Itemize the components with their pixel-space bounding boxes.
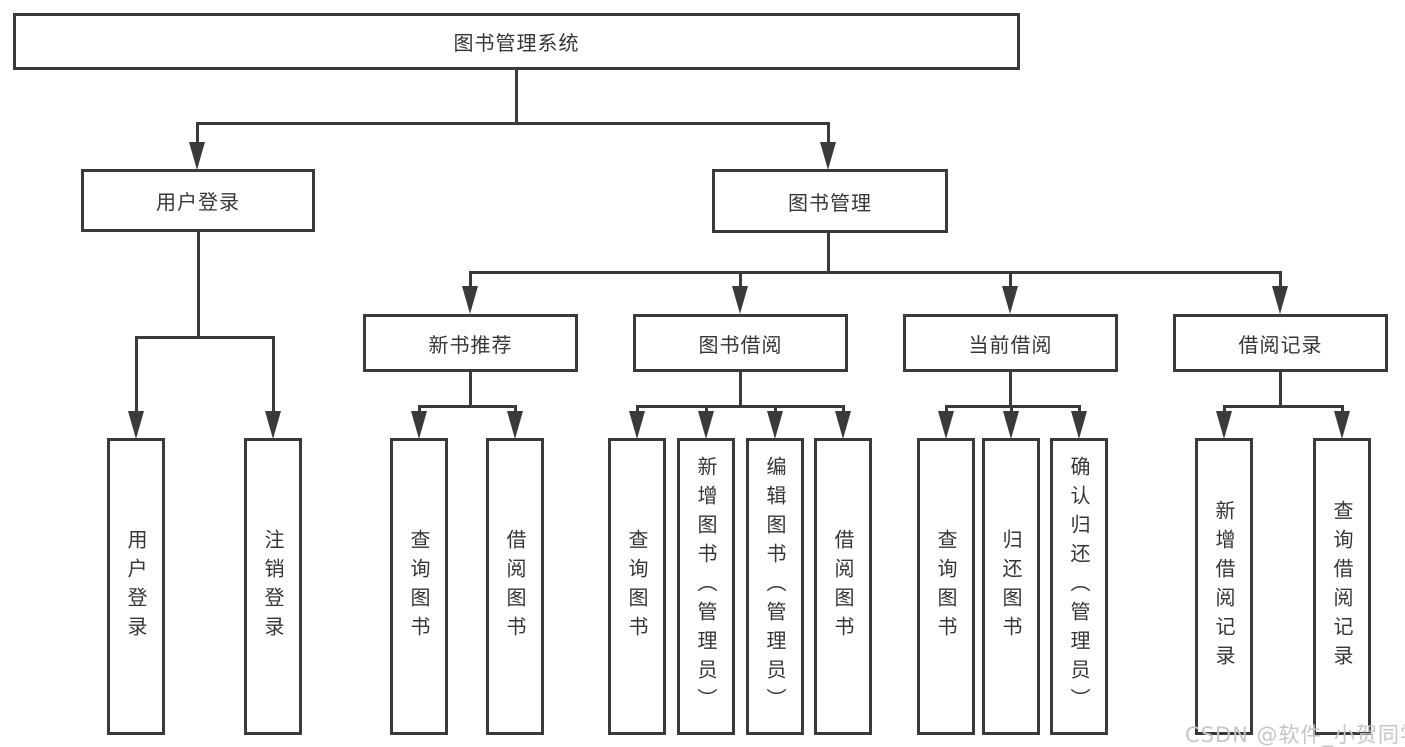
- node-library-management-system: 图书管理系统: [13, 13, 1020, 70]
- leaf-query-book: 查询图书: [608, 438, 666, 735]
- leaf-label: 用户登录: [124, 528, 148, 645]
- node-borrow-record: 借阅记录: [1173, 314, 1388, 372]
- arrow-down-icon: [820, 142, 836, 170]
- leaf-label: 归还图书: [999, 528, 1023, 645]
- leaf-query-book: 查询图书: [917, 438, 975, 735]
- connector-line: [738, 271, 742, 293]
- leaf-return-book: 归还图书: [982, 438, 1040, 735]
- leaf-label: 确认归还（管理员）: [1067, 456, 1091, 717]
- node-label: 图书管理: [788, 190, 872, 215]
- node-book-borrow: 图书借阅: [633, 314, 848, 372]
- connector-line: [1278, 271, 1282, 293]
- node-new-book-recommend: 新书推荐: [363, 314, 578, 372]
- connector-line: [1278, 371, 1282, 408]
- arrow-down-icon: [1216, 411, 1232, 439]
- connector-line: [826, 122, 830, 150]
- arrow-down-icon: [265, 411, 281, 439]
- node-label: 图书管理系统: [453, 31, 580, 55]
- connector-line: [271, 336, 275, 416]
- leaf-label: 查询借阅记录: [1330, 499, 1354, 674]
- node-label: 图书借阅: [698, 332, 783, 357]
- arrow-down-icon: [938, 411, 954, 439]
- connector-line: [195, 122, 830, 125]
- connector-line: [635, 405, 845, 408]
- leaf-borrow-book: 借阅图书: [486, 438, 544, 735]
- leaf-label: 借阅图书: [831, 528, 855, 645]
- arrow-down-icon: [1272, 286, 1288, 314]
- connector-line: [944, 405, 1081, 408]
- connector-line: [417, 405, 517, 408]
- leaf-label: 查询图书: [934, 528, 958, 645]
- arrow-down-icon: [462, 286, 478, 314]
- connector-line: [1008, 271, 1012, 293]
- leaf-user-login: 用户登录: [107, 438, 165, 735]
- arrow-down-icon: [732, 286, 748, 314]
- arrow-down-icon: [189, 142, 205, 170]
- leaf-label: 新增借阅记录: [1212, 499, 1236, 674]
- node-label: 借阅记录: [1238, 332, 1323, 357]
- arrow-down-icon: [128, 411, 144, 439]
- arrow-down-icon: [698, 411, 714, 439]
- node-user-login: 用户登录: [81, 169, 315, 232]
- arrow-down-icon: [1003, 411, 1019, 439]
- leaf-query-book: 查询图书: [390, 438, 448, 735]
- connector-line: [468, 271, 472, 293]
- arrow-down-icon: [767, 411, 783, 439]
- connector-line: [468, 371, 472, 408]
- connector-line: [1222, 405, 1344, 408]
- leaf-confirm-return-admin: 确认归还（管理员）: [1050, 438, 1108, 735]
- node-label: 新书推荐: [428, 332, 513, 357]
- connector-line: [134, 336, 138, 416]
- leaf-label: 编辑图书（管理员）: [763, 456, 787, 717]
- leaf-borrow-book: 借阅图书: [814, 438, 872, 735]
- connector-line: [514, 70, 518, 125]
- node-label: 用户登录: [156, 190, 240, 214]
- leaf-label: 查询图书: [625, 528, 649, 645]
- leaf-query-borrow-record: 查询借阅记录: [1313, 438, 1371, 735]
- arrow-down-icon: [1002, 286, 1018, 314]
- arrow-down-icon: [507, 411, 523, 439]
- leaf-label: 新增图书（管理员）: [694, 456, 718, 717]
- connector-line: [738, 371, 742, 408]
- connector-line: [826, 232, 830, 274]
- csdn-watermark: CSDN @软件_小贺同学: [1185, 723, 1405, 747]
- leaf-add-book-admin: 新增图书（管理员）: [677, 438, 735, 735]
- arrow-down-icon: [835, 411, 851, 439]
- connector-line: [1008, 371, 1012, 408]
- connector-line: [195, 122, 199, 150]
- leaf-logout: 注销登录: [244, 438, 302, 735]
- connector-line: [134, 336, 275, 339]
- node-label: 当前借阅: [968, 332, 1053, 357]
- connector-line: [468, 271, 1282, 274]
- arrow-down-icon: [1071, 411, 1087, 439]
- arrow-down-icon: [629, 411, 645, 439]
- leaf-add-borrow-record: 新增借阅记录: [1195, 438, 1253, 735]
- node-book-management: 图书管理: [712, 169, 948, 233]
- leaf-label: 查询图书: [407, 528, 431, 645]
- node-current-borrow: 当前借阅: [903, 314, 1118, 372]
- arrow-down-icon: [411, 411, 427, 439]
- leaf-label: 借阅图书: [503, 528, 527, 645]
- connector-line: [196, 231, 200, 339]
- leaf-edit-book-admin: 编辑图书（管理员）: [746, 438, 804, 735]
- leaf-label: 注销登录: [261, 528, 285, 645]
- arrow-down-icon: [1334, 411, 1350, 439]
